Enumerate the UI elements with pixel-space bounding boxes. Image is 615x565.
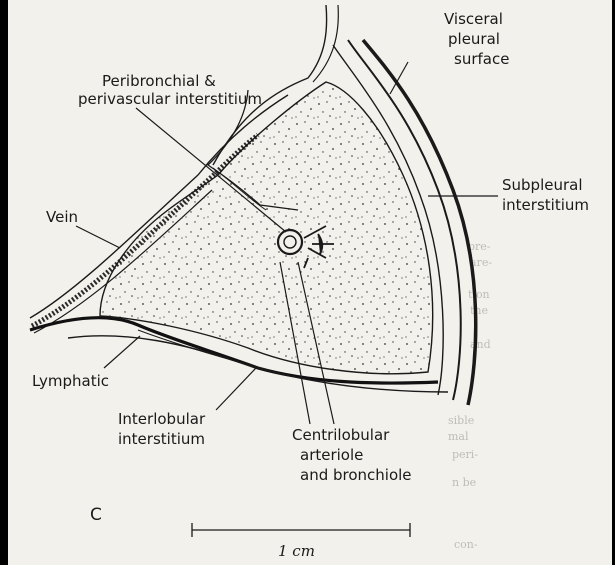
svg-text:n be: n be	[452, 476, 476, 489]
label-perivascular: perivascular interstitium	[78, 90, 262, 108]
svg-text:con-: con-	[454, 538, 478, 551]
label-pleural: pleural	[448, 30, 500, 48]
label-and-bronchiole: and bronchiole	[300, 466, 412, 484]
svg-text:sible: sible	[448, 414, 474, 427]
label-visceral: Visceral	[444, 10, 503, 28]
label-lymphatic: Lymphatic	[32, 372, 109, 390]
svg-text:mal: mal	[448, 430, 469, 443]
figure-canvas: pre- are- tion the and sible mal peri- n…	[8, 0, 612, 565]
panel-letter: C	[90, 505, 102, 525]
svg-text:pre-: pre-	[468, 240, 491, 253]
label-peribronchial: Peribronchial &	[102, 72, 216, 90]
svg-text:peri-: peri-	[452, 448, 478, 461]
label-subpleural-interstitium: interstitium	[502, 196, 589, 214]
scale-bar	[192, 523, 410, 537]
lobule-diagram: pre- are- tion the and sible mal peri- n…	[8, 0, 612, 565]
label-surface: surface	[454, 50, 509, 68]
svg-text:tion: tion	[468, 288, 490, 301]
scale-bar-label: 1 cm	[278, 542, 315, 560]
label-interlobular-interstitium: interstitium	[118, 430, 205, 448]
svg-text:and: and	[470, 338, 491, 351]
label-arteriole: arteriole	[300, 446, 363, 464]
svg-text:the: the	[470, 304, 488, 317]
label-vein: Vein	[46, 208, 78, 226]
label-interlobular: Interlobular	[118, 410, 206, 428]
label-centrilobular: Centrilobular	[292, 426, 390, 444]
label-subpleural: Subpleural	[502, 176, 583, 194]
